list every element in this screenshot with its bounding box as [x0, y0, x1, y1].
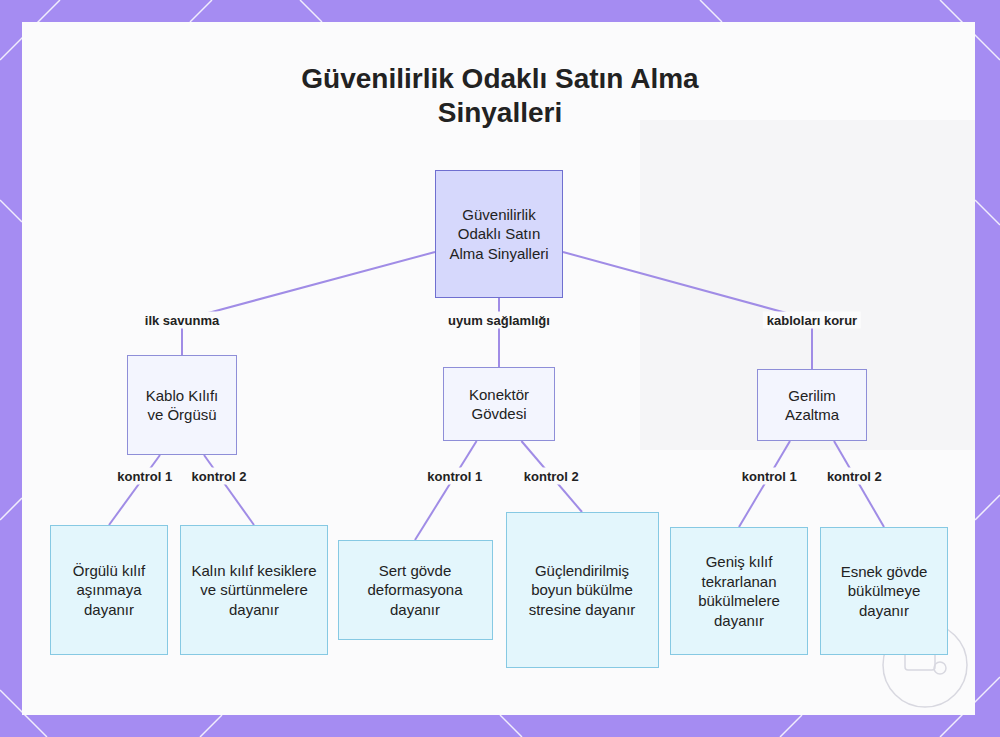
edge-label: kontrol 2: [520, 468, 583, 485]
node-text: Kalın kılıf kesiklere ve sürtünmelere da…: [181, 561, 327, 620]
node-text: Konektör Gövdesi: [444, 385, 554, 424]
connector-line: [415, 441, 477, 540]
check-box: Esnek gövde bükülmeye dayanır: [820, 527, 948, 655]
node-text: Örgülü kılıf aşınmaya dayanır: [51, 561, 167, 620]
white-panel: [22, 22, 975, 715]
check-box: Sert gövde deformasyona dayanır: [338, 540, 493, 640]
node-text: Gerilim Azaltma: [758, 386, 866, 425]
connector-line: [109, 455, 160, 525]
edge-label: kontrol 1: [423, 468, 486, 485]
category-box: Kablo Kılıfı ve Örgüsü: [127, 355, 237, 455]
connector-line: [204, 455, 254, 525]
edge-label: kontrol 2: [823, 468, 886, 485]
diagram-title: Güvenilirlik Odaklı Satın Alma Sinyaller…: [255, 62, 745, 129]
connector-line: [563, 252, 812, 369]
check-box: Güçlendirilmiş boyun bükülme stresine da…: [506, 512, 659, 668]
category-box: Gerilim Azaltma: [757, 369, 867, 441]
edge-label: kontrol 1: [113, 468, 176, 485]
faded-photo: [640, 120, 975, 450]
edge-label: uyum sağlamlığı: [444, 312, 554, 329]
edge-label: ilk savunma: [141, 312, 223, 329]
edge-label: kabloları korur: [763, 312, 861, 329]
node-text: Kablo Kılıfı ve Örgüsü: [128, 386, 236, 425]
connector-line: [498, 298, 500, 367]
root-box: Güvenilirlik Odaklı Satın Alma Sinyaller…: [435, 170, 563, 298]
node-text: Esnek gövde bükülmeye dayanır: [821, 562, 947, 621]
connector-line: [182, 252, 435, 355]
node-text: Güvenilirlik Odaklı Satın Alma Sinyaller…: [436, 205, 562, 264]
edge-label: kontrol 2: [188, 468, 251, 485]
check-box: Örgülü kılıf aşınmaya dayanır: [50, 525, 168, 655]
check-box: Kalın kılıf kesiklere ve sürtünmelere da…: [180, 525, 328, 655]
edge-label: kontrol 1: [738, 468, 801, 485]
node-text: Güçlendirilmiş boyun bükülme stresine da…: [507, 561, 658, 620]
category-box: Konektör Gövdesi: [443, 367, 555, 441]
node-text: Geniş kılıf tekrarlanan bükülmelere daya…: [671, 552, 807, 630]
check-box: Geniş kılıf tekrarlanan bükülmelere daya…: [670, 527, 808, 655]
node-text: Sert gövde deformasyona dayanır: [339, 561, 492, 620]
